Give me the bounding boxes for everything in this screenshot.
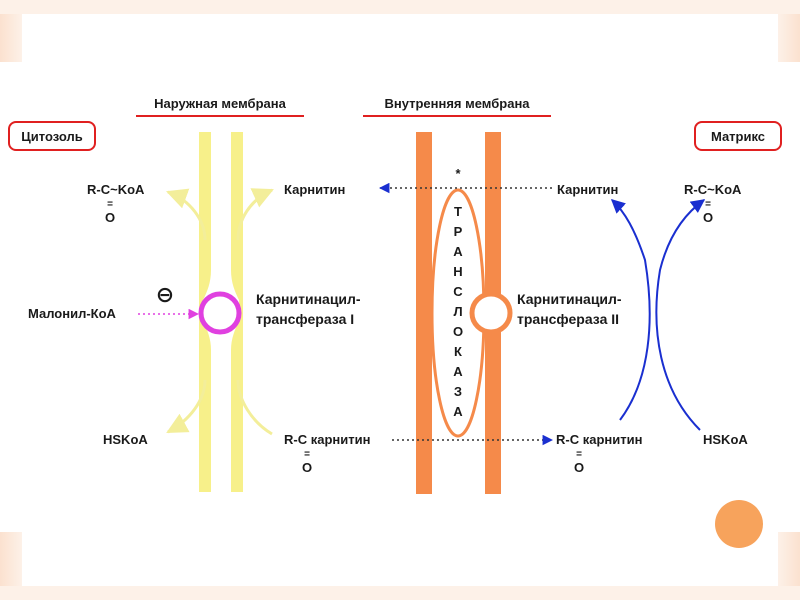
matrix-arrows <box>610 199 706 431</box>
transport-lines <box>378 182 554 446</box>
acyl-coa-cytosol: R-C~KoA <box>87 182 145 197</box>
cpt1-label-line2: трансфераза I <box>256 311 354 327</box>
acyl-coa-matrix-bond: = <box>705 199 711 210</box>
cpt2-label-line1: Карнитинацил- <box>517 291 622 307</box>
acylcarnitine-cytosol-bond: = <box>304 449 310 460</box>
translocase-letter: Н <box>453 264 462 279</box>
outer-membrane-heading: Наружная мембрана <box>154 96 286 111</box>
acyl-coa-cytosol-bond: = <box>107 199 113 210</box>
translocase-letter: О <box>453 324 463 339</box>
cpt1-enzyme-circle <box>198 291 242 335</box>
acylcarnitine-cytosol-oxygen: O <box>302 460 312 475</box>
cytosol-label-box: Цитозоль <box>8 121 96 151</box>
hskoa-matrix: HSKoA <box>703 432 748 447</box>
translocase-letter: К <box>454 344 462 359</box>
inner-membrane-heading: Внутренняя мембрана <box>384 96 530 111</box>
translocase-letter: З <box>454 384 462 399</box>
matrix-label: Матрикс <box>711 129 765 144</box>
acylcarnitine-matrix-oxygen: O <box>574 460 584 475</box>
acylcarnitine-matrix: R-C карнитин <box>556 432 642 447</box>
translocase-letter: А <box>453 404 463 419</box>
translocase-letter: Т <box>454 204 462 219</box>
cpt1-label-line1: Карнитинацил- <box>256 291 361 307</box>
slide-frame-bottom <box>0 586 800 600</box>
translocase-label: Т Р А Н С Л О К А З А <box>453 204 463 419</box>
cytosol-label: Цитозоль <box>21 129 82 144</box>
translocase-letter: А <box>453 244 463 259</box>
translocase-letter: А <box>453 364 463 379</box>
acylcarnitine-matrix-bond: = <box>576 449 582 460</box>
cpt2-label-line2: трансфераза II <box>517 311 619 327</box>
cpt2-enzyme-circle <box>469 291 513 335</box>
carnitine-matrix: Карнитин <box>557 182 618 197</box>
translocase-letter: С <box>453 284 463 299</box>
hskoa-cytosol: HSKoA <box>103 432 148 447</box>
outer-membrane-arrows <box>166 188 274 436</box>
matrix-label-box: Матрикс <box>694 121 782 151</box>
acylcarnitine-cytosol: R-C карнитин <box>284 432 370 447</box>
carnitine-cytosol: Карнитин <box>284 182 345 197</box>
translocase-letter: Л <box>453 304 462 319</box>
inhibition-sign: ⊖ <box>156 282 174 307</box>
decorative-corner-circle <box>715 500 763 548</box>
slide-frame-top <box>0 0 800 14</box>
acyl-coa-cytosol-oxygen: O <box>105 210 115 225</box>
acyl-coa-matrix: R-C~KoA <box>684 182 742 197</box>
content-panel <box>0 62 800 532</box>
translocase-letter: Р <box>454 224 463 239</box>
acyl-coa-matrix-oxygen: O <box>703 210 713 225</box>
inner-membrane <box>416 132 501 494</box>
translocase-asterisk: * <box>455 166 461 181</box>
malonyl-coa: Малонил-КоА <box>28 306 117 321</box>
